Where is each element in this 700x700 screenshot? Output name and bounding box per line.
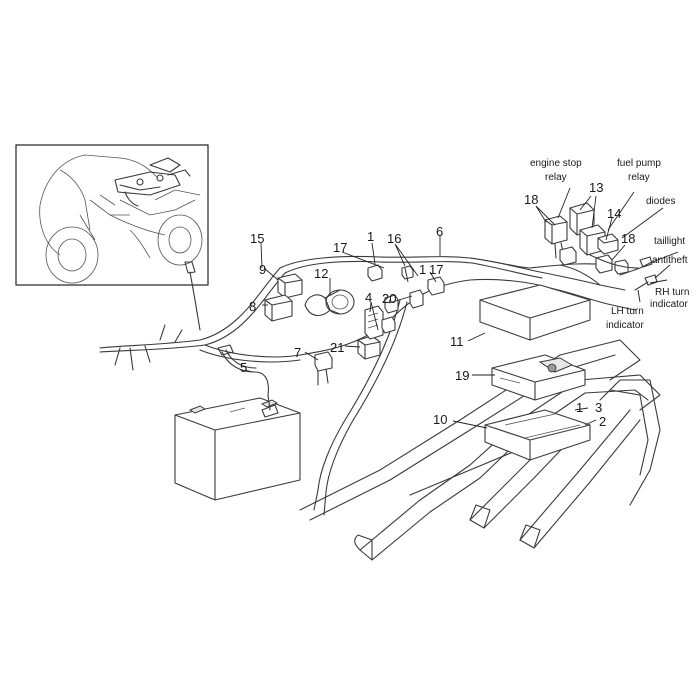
callout-11: 11 bbox=[450, 334, 464, 349]
leader-lines bbox=[244, 187, 679, 429]
callout-6: 6 bbox=[436, 224, 443, 239]
callout-14: 14 bbox=[607, 206, 621, 221]
tray-10 bbox=[484, 409, 591, 461]
horn-12 bbox=[304, 289, 355, 316]
diodes-14 bbox=[597, 233, 619, 255]
ecu-19 bbox=[491, 354, 586, 401]
connector-20 bbox=[381, 289, 424, 334]
callout-16: 16 bbox=[387, 231, 401, 246]
component-7 bbox=[314, 351, 333, 386]
cable-5 bbox=[217, 344, 279, 418]
relay-13a bbox=[569, 202, 595, 236]
taillight-connectors bbox=[559, 254, 658, 291]
callout-1a: 1 bbox=[367, 229, 374, 244]
motorcycle-inset bbox=[15, 144, 209, 286]
callout-15: 15 bbox=[250, 231, 264, 246]
callout-17a: 17 bbox=[333, 240, 347, 255]
relay-8 bbox=[264, 294, 293, 322]
callout-21: 21 bbox=[330, 340, 344, 355]
callout-7: 7 bbox=[294, 345, 301, 360]
callout-13: 13 bbox=[589, 180, 603, 195]
label-rh-turn-2: indicator bbox=[650, 299, 688, 310]
label-lh-turn-2: indicator bbox=[606, 320, 644, 331]
callout-2: 2 bbox=[599, 414, 606, 429]
connector-1-16 bbox=[367, 264, 445, 296]
callout-numbers: 15 17 1 16 6 1 17 9 12 8 4 20 21 7 5 11 … bbox=[240, 180, 635, 429]
callout-3: 3 bbox=[595, 400, 602, 415]
callout-17b: 17 bbox=[429, 262, 443, 277]
component-21 bbox=[357, 335, 381, 360]
component-box-11 bbox=[479, 284, 591, 341]
callout-10: 10 bbox=[433, 412, 447, 427]
callout-1c: 1 bbox=[576, 400, 583, 415]
callout-19: 19 bbox=[455, 368, 469, 383]
label-taillight: taillight bbox=[654, 236, 685, 247]
label-diodes: diodes bbox=[646, 196, 675, 207]
callout-12: 12 bbox=[314, 266, 328, 281]
callout-20: 20 bbox=[382, 291, 396, 306]
callout-9: 9 bbox=[259, 262, 266, 277]
callout-18a: 18 bbox=[524, 192, 538, 207]
label-antitheft: antitheft bbox=[652, 255, 688, 266]
label-engine-stop-relay-1: engine stop bbox=[530, 158, 582, 169]
fuse-block-4 bbox=[364, 305, 384, 340]
battery bbox=[174, 397, 301, 501]
label-rh-turn-1: RH turn bbox=[655, 287, 689, 298]
callout-18b: 18 bbox=[621, 231, 635, 246]
label-fuel-pump-relay-1: fuel pump bbox=[617, 158, 661, 169]
rear-subframe bbox=[299, 339, 661, 561]
label-engine-stop-relay-2: relay bbox=[545, 172, 567, 183]
callout-1b: 1 bbox=[419, 262, 426, 277]
text-labels: engine stop relay fuel pump relay diodes… bbox=[530, 158, 689, 331]
relay-9 bbox=[277, 273, 303, 299]
callout-4: 4 bbox=[365, 290, 372, 305]
label-fuel-pump-relay-2: relay bbox=[628, 172, 650, 183]
callout-5: 5 bbox=[240, 360, 247, 375]
label-lh-turn-1: LH turn bbox=[611, 306, 644, 317]
callout-8: 8 bbox=[249, 299, 256, 314]
